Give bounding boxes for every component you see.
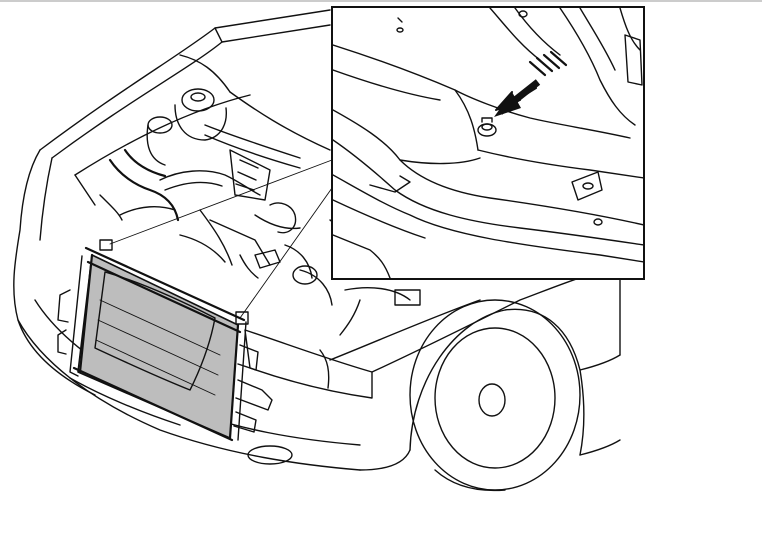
radiator-mount-left	[99, 239, 113, 251]
right-headlight	[244, 329, 373, 399]
right-fender	[371, 267, 621, 373]
hood-outline	[39, 9, 331, 151]
callout-leader-lines	[109, 159, 333, 319]
upper-hose	[108, 158, 180, 222]
detail-inset	[331, 6, 645, 280]
radiator-mount-right	[235, 311, 249, 325]
front-wheel	[409, 299, 581, 492]
front-bumper	[17, 319, 361, 471]
reservoir-cap-icon	[181, 88, 215, 112]
left-fender	[13, 149, 96, 396]
radiator-core	[77, 254, 239, 439]
radiator-left-tank	[78, 253, 94, 374]
inset-bracket	[571, 171, 603, 201]
engine-bay	[74, 88, 421, 336]
mounting-bolt-icon	[477, 117, 497, 137]
fog-light	[247, 445, 293, 465]
radiator	[57, 239, 273, 442]
radiator-right-tank	[228, 323, 240, 440]
